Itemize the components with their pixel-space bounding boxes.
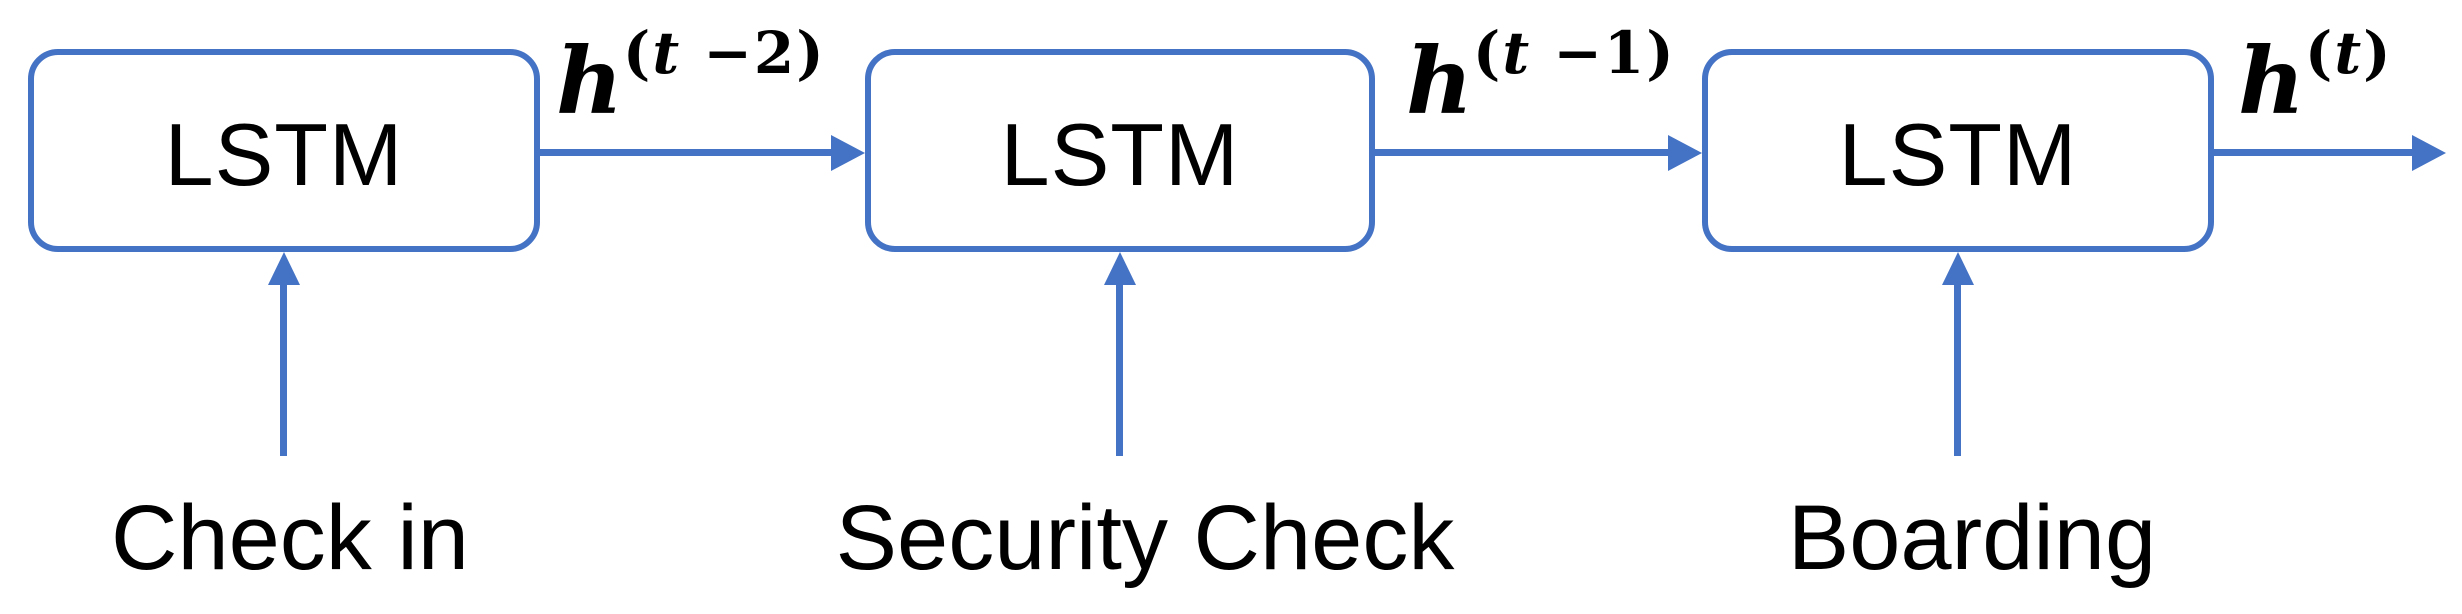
- input-arrow-1-head-icon: [268, 252, 300, 285]
- input-arrow-1-line: [280, 283, 287, 456]
- hidden-state-label-3-sup-var: t: [2334, 19, 2364, 87]
- input-label-3: Boarding: [1787, 487, 2157, 589]
- hidden-state-label-3-base: h: [2238, 27, 2305, 135]
- hidden-state-label-1-sup-rest: −2): [681, 19, 826, 87]
- lstm-block-1-label: LSTM: [164, 104, 404, 204]
- input-arrow-2-head-icon: [1104, 252, 1136, 285]
- hidden-state-arrow-2-line: [1375, 149, 1669, 156]
- hidden-state-arrow-3-line: [2214, 149, 2413, 156]
- hidden-state-label-1: h(t −2): [556, 24, 826, 127]
- hidden-state-label-2-base: h: [1406, 27, 1473, 135]
- lstm-block-2: LSTM: [865, 49, 1375, 252]
- lstm-block-3-label: LSTM: [1838, 104, 2078, 204]
- hidden-state-arrow-1-head-icon: [831, 135, 865, 171]
- lstm-block-2-label: LSTM: [1000, 104, 1240, 204]
- hidden-state-label-1-sup-open: (: [622, 19, 653, 87]
- input-arrow-3-head-icon: [1942, 252, 1974, 285]
- lstm-block-1: LSTM: [28, 49, 540, 252]
- input-label-1: Check in: [111, 487, 469, 589]
- hidden-state-label-2-sup-open: (: [1472, 19, 1503, 87]
- hidden-state-label-2-sup-rest: −1): [1531, 19, 1676, 87]
- hidden-state-arrow-1-line: [540, 149, 832, 156]
- input-label-2: Security Check: [835, 487, 1455, 589]
- hidden-state-label-3-sup-open: (: [2304, 19, 2335, 87]
- hidden-state-label-2: h(t −1): [1406, 24, 1676, 127]
- hidden-state-arrow-3-head-icon: [2412, 135, 2446, 171]
- hidden-state-label-3: h(t): [2238, 24, 2393, 127]
- input-arrow-2-line: [1116, 283, 1123, 456]
- hidden-state-label-1-sup-var: t: [652, 19, 682, 87]
- lstm-block-3: LSTM: [1702, 49, 2214, 252]
- hidden-state-arrow-2-head-icon: [1668, 135, 1702, 171]
- input-arrow-3-line: [1954, 283, 1961, 456]
- hidden-state-label-1-base: h: [556, 27, 623, 135]
- hidden-state-label-2-sup-var: t: [1502, 19, 1532, 87]
- hidden-state-label-3-sup-rest: ): [2363, 19, 2393, 87]
